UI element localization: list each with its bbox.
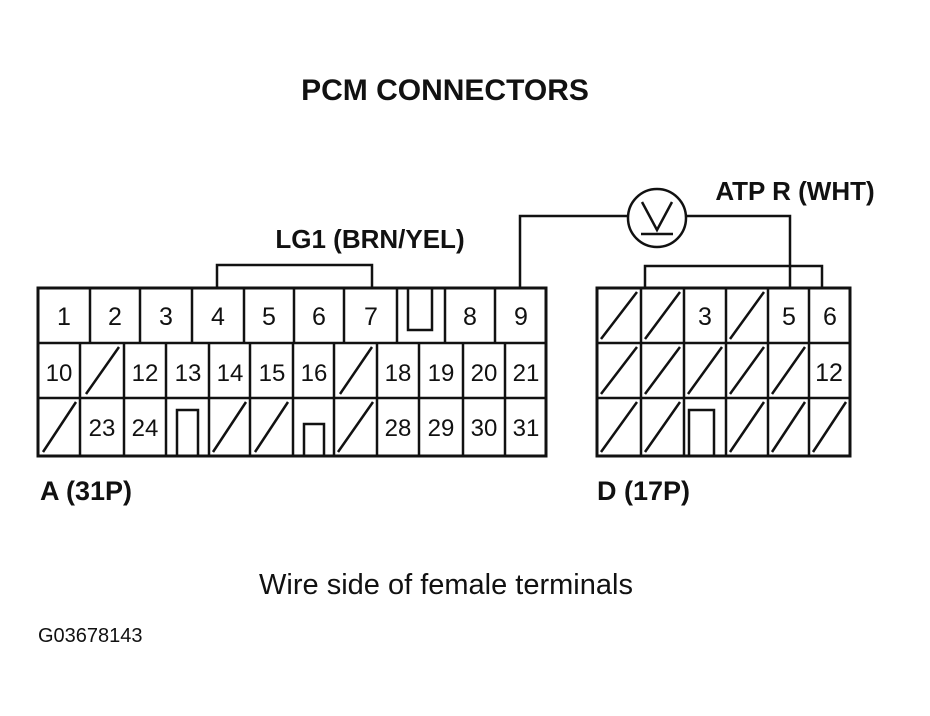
pin-a18: 18 — [385, 360, 412, 387]
connector-a-key-notch-right — [302, 422, 326, 456]
connector-a-key-notch-left — [175, 408, 200, 456]
connector-a-label: A (31P) — [40, 476, 132, 506]
pin-d12: 12 — [815, 359, 843, 387]
pin-a1: 1 — [57, 303, 71, 331]
pin-a8: 8 — [463, 303, 477, 331]
connector-d-key-notch — [687, 408, 716, 456]
connector-d: 3 5 6 12 — [595, 286, 852, 458]
pin-a3: 3 — [159, 303, 173, 331]
connector-d-label: D (17P) — [597, 476, 690, 506]
pin-a29: 29 — [428, 415, 455, 442]
atp-wire-to-a9 — [518, 214, 628, 288]
pin-a7: 7 — [364, 303, 378, 331]
pin-a9: 9 — [514, 303, 528, 331]
connector-d-outline — [595, 286, 852, 458]
pin-d5: 5 — [782, 303, 796, 331]
pin-a15: 15 — [259, 360, 286, 387]
lg1-jumper-wire — [215, 263, 374, 288]
diagram-caption: Wire side of female terminals — [259, 569, 633, 601]
pin-a2: 2 — [108, 303, 122, 331]
voltmeter-icon — [626, 187, 688, 249]
pin-a13: 13 — [175, 360, 202, 387]
pin-d3: 3 — [698, 303, 712, 331]
pin-a21: 21 — [513, 360, 540, 387]
d-connector-hood — [643, 264, 824, 288]
lg1-wire-label: LG1 (BRN/YEL) — [275, 224, 464, 254]
pin-a20: 20 — [471, 360, 498, 387]
pin-a30: 30 — [471, 415, 498, 442]
pin-a10: 10 — [46, 360, 73, 387]
pin-a14: 14 — [217, 360, 244, 387]
pin-d6: 6 — [823, 303, 837, 331]
connector-a-top-notch — [406, 288, 434, 332]
pin-a16: 16 — [301, 360, 328, 387]
pin-a31: 31 — [513, 415, 540, 442]
figure-code: G03678143 — [38, 625, 143, 647]
pin-a19: 19 — [428, 360, 455, 387]
pin-a6: 6 — [312, 303, 326, 331]
pin-a12: 12 — [132, 360, 159, 387]
connector-a: 1 2 3 4 5 6 7 8 9 10 12 13 14 15 16 18 1… — [36, 286, 548, 458]
pin-a23: 23 — [89, 415, 116, 442]
atp-wire-to-d5 — [686, 214, 792, 288]
pin-a5: 5 — [262, 303, 276, 331]
pin-a28: 28 — [385, 415, 412, 442]
diagram-title: PCM CONNECTORS — [301, 74, 589, 107]
atp-wire-label: ATP R (WHT) — [715, 176, 874, 206]
pin-a24: 24 — [132, 415, 159, 442]
pin-a4: 4 — [211, 303, 225, 331]
